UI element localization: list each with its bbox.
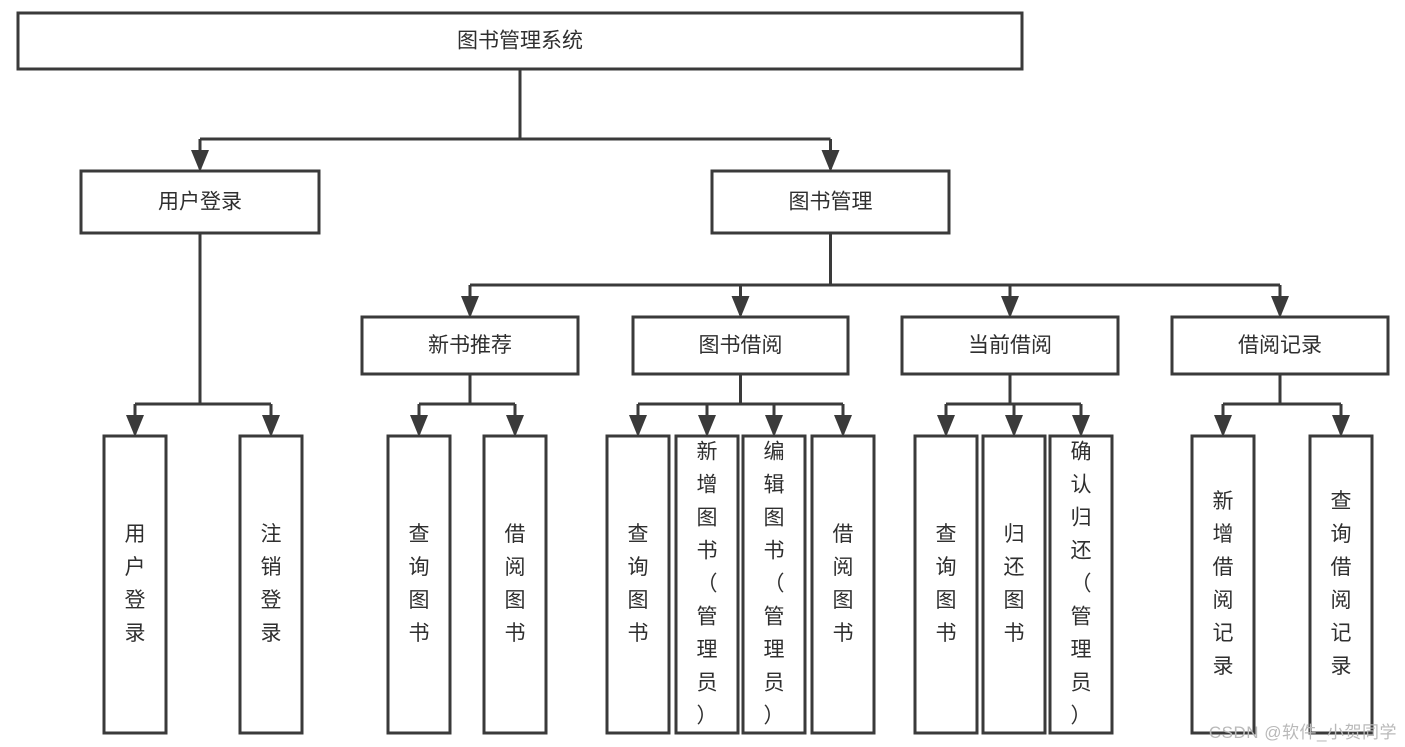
- node-l-add-book[interactable]: 新增图书（管理员）: [674, 434, 740, 735]
- node-box: [79, 169, 321, 235]
- arrow-head-icon: [1072, 415, 1090, 437]
- node-label: 借阅图书: [505, 523, 526, 645]
- node-box: [360, 315, 580, 376]
- node-box: [386, 434, 452, 735]
- arrow-head-icon: [834, 415, 852, 437]
- arrow-head-icon: [1332, 415, 1350, 437]
- node-root[interactable]: 图书管理系统: [16, 11, 1024, 71]
- node-box: [1190, 434, 1256, 735]
- arrow-head-icon: [1271, 296, 1289, 318]
- arrow-head-icon: [731, 296, 750, 318]
- node-box: [981, 434, 1047, 735]
- node-n-book-mgmt[interactable]: 图书管理: [710, 169, 951, 235]
- node-l-user-login[interactable]: 用户登录: [102, 434, 168, 735]
- arrow-head-icon: [1001, 296, 1019, 318]
- node-box: [1308, 434, 1374, 735]
- node-label: 新书推荐: [428, 334, 512, 357]
- arrow-head-icon: [126, 415, 144, 437]
- node-box: [238, 434, 304, 735]
- arrow-head-icon: [506, 415, 524, 437]
- node-box: [482, 434, 548, 735]
- node-label: 用户登录: [125, 523, 146, 645]
- arrow-head-icon: [262, 415, 280, 437]
- node-box: [631, 315, 850, 376]
- node-l-return-book[interactable]: 归还图书: [981, 434, 1047, 735]
- node-box: [1170, 315, 1390, 376]
- node-label: 查询图书: [936, 523, 957, 645]
- node-l-query-book-1[interactable]: 查询图书: [386, 434, 452, 735]
- node-l-borrow-book-1[interactable]: 借阅图书: [482, 434, 548, 735]
- node-label: 编辑图书（管理员）: [764, 441, 785, 728]
- node-label: 借阅记录: [1238, 334, 1322, 357]
- node-n-new-book-rec[interactable]: 新书推荐: [360, 315, 580, 376]
- node-label: 当前借阅: [968, 334, 1052, 357]
- node-l-edit-book[interactable]: 编辑图书（管理员）: [741, 434, 807, 735]
- node-box: [1048, 434, 1114, 735]
- node-box: [810, 434, 876, 735]
- node-label: 图书借阅: [699, 334, 783, 357]
- node-box: [741, 434, 807, 735]
- node-box: [900, 315, 1120, 376]
- arrow-head-icon: [821, 150, 840, 172]
- node-n-borrow-record[interactable]: 借阅记录: [1170, 315, 1390, 376]
- node-box: [16, 11, 1024, 71]
- node-box: [605, 434, 671, 735]
- arrow-head-icon: [698, 415, 716, 437]
- node-label: 确认归还（管理员）: [1071, 441, 1092, 728]
- node-label: 查询图书: [409, 523, 430, 645]
- node-layer: 图书管理系统用户登录图书管理新书推荐图书借阅当前借阅借阅记录用户登录注销登录查询…: [16, 11, 1390, 735]
- node-label: 图书管理系统: [457, 30, 583, 53]
- arrow-head-icon: [410, 415, 428, 437]
- arrow-head-icon: [629, 415, 647, 437]
- node-box: [102, 434, 168, 735]
- node-label: 查询图书: [628, 523, 649, 645]
- node-box: [710, 169, 951, 235]
- node-l-query-book-3[interactable]: 查询图书: [913, 434, 979, 735]
- node-l-query-book-2[interactable]: 查询图书: [605, 434, 671, 735]
- node-label: 新增借阅记录: [1213, 490, 1234, 678]
- node-l-borrow-book-2[interactable]: 借阅图书: [810, 434, 876, 735]
- arrow-head-icon: [191, 150, 209, 172]
- node-label: 注销登录: [261, 523, 282, 645]
- node-n-book-borrow[interactable]: 图书借阅: [631, 315, 850, 376]
- arrow-head-icon: [765, 415, 783, 437]
- node-label: 借阅图书: [833, 523, 854, 645]
- node-n-user-login[interactable]: 用户登录: [79, 169, 321, 235]
- node-l-query-record[interactable]: 查询借阅记录: [1308, 434, 1374, 735]
- node-l-add-record[interactable]: 新增借阅记录: [1190, 434, 1256, 735]
- arrow-head-icon: [1214, 415, 1232, 437]
- node-box: [913, 434, 979, 735]
- node-label: 新增图书（管理员）: [697, 441, 718, 728]
- node-l-logout[interactable]: 注销登录: [238, 434, 304, 735]
- arrow-head-icon: [461, 296, 479, 318]
- node-box: [674, 434, 740, 735]
- connector-layer: [126, 69, 1350, 437]
- arrow-head-icon: [937, 415, 955, 437]
- node-label: 图书管理: [789, 191, 873, 214]
- node-label: 用户登录: [158, 191, 242, 214]
- node-l-confirm-return[interactable]: 确认归还（管理员）: [1048, 434, 1114, 735]
- arrow-head-icon: [1005, 415, 1023, 437]
- node-n-current-borrow[interactable]: 当前借阅: [900, 315, 1120, 376]
- node-label: 查询借阅记录: [1331, 490, 1352, 678]
- node-label: 归还图书: [1004, 523, 1025, 645]
